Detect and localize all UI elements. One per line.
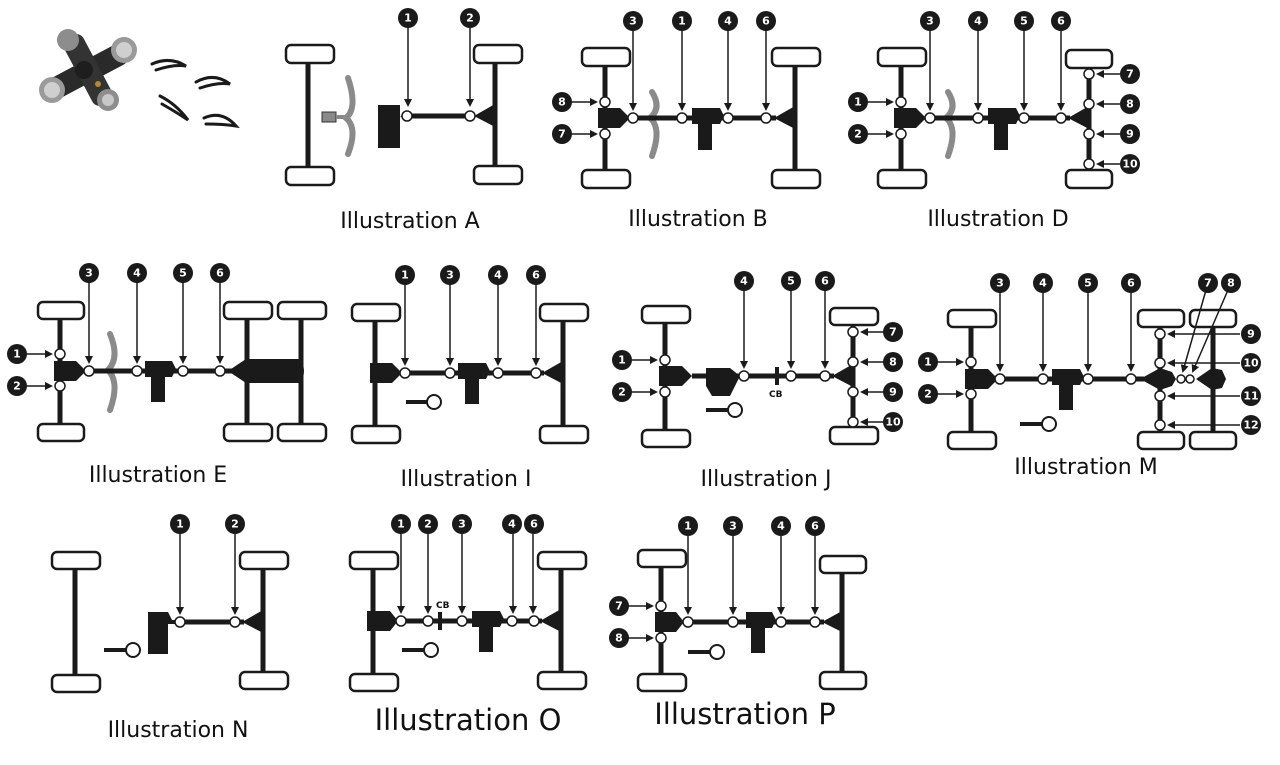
illustration-caption: Illustration A xyxy=(340,209,479,234)
callout-number: 2 xyxy=(231,518,239,531)
callout-number: 2 xyxy=(618,386,626,399)
callout-number: 6 xyxy=(1127,277,1135,290)
callout-number: 2 xyxy=(924,388,932,401)
callout-number: 6 xyxy=(216,267,224,280)
callout-number: 3 xyxy=(458,518,466,531)
callout-number: 4 xyxy=(740,275,748,288)
callout-number: 8 xyxy=(1227,277,1235,290)
callout-number: 7 xyxy=(615,600,623,613)
callout-number: 6 xyxy=(811,520,819,533)
callout-number: 6 xyxy=(821,275,829,288)
callout-number: 7 xyxy=(889,326,897,339)
callout-number: 9 xyxy=(889,386,897,399)
callout-number: 3 xyxy=(446,269,454,282)
illustration-caption: Illustration P xyxy=(654,697,835,731)
callout-number: 12 xyxy=(1243,419,1258,432)
callout-number: 4 xyxy=(974,15,982,28)
callout-number: 4 xyxy=(724,15,732,28)
callout-number: 6 xyxy=(532,269,540,282)
callout-number: 4 xyxy=(133,267,141,280)
callout-number: 3 xyxy=(85,267,93,280)
callout-number: 2 xyxy=(13,380,21,393)
callout-number: 8 xyxy=(1126,98,1134,111)
callout-number: 9 xyxy=(1126,128,1134,141)
callout-number: 11 xyxy=(1243,390,1258,403)
center-bearing-label: CB xyxy=(436,601,450,611)
callout-number: 1 xyxy=(618,354,626,367)
callout-number: 10 xyxy=(1243,357,1259,370)
illustration-d: 3 4 5 6 1 2 7 8 9 10 Illustration D xyxy=(848,11,1140,232)
illustration-j: CB 4 5 6 1 2 7 8 9 xyxy=(612,271,903,492)
illustration-caption: Illustration I xyxy=(401,467,532,492)
callout-number: 9 xyxy=(1247,328,1255,341)
illustration-caption: Illustration B xyxy=(628,207,768,232)
callout-number: 7 xyxy=(1126,68,1134,81)
illustration-caption: Illustration N xyxy=(108,718,249,743)
callout-number: 1 xyxy=(176,518,184,531)
illustration-caption: Illustration E xyxy=(89,463,227,488)
callout-number: 1 xyxy=(924,356,932,369)
callout-number: 10 xyxy=(1122,158,1138,171)
callout-number: 8 xyxy=(889,356,897,369)
callout-number: 4 xyxy=(494,269,502,282)
callout-number: 1 xyxy=(404,12,412,25)
illustration-e: 3 4 5 6 1 2 Illustration E xyxy=(7,263,328,488)
callout-number: 5 xyxy=(179,267,187,280)
callout-number: 7 xyxy=(558,128,566,141)
callout-number: 6 xyxy=(762,15,770,28)
callout-number: 3 xyxy=(629,15,637,28)
callout-number: 2 xyxy=(466,12,474,25)
callout-number: 5 xyxy=(1084,277,1092,290)
callout-number: 4 xyxy=(777,520,785,533)
callout-number: 5 xyxy=(1020,15,1028,28)
callout-number: 7 xyxy=(1204,277,1212,290)
callout-number: 8 xyxy=(558,96,566,109)
illustration-caption: Illustration D xyxy=(927,207,1068,232)
callout-number: 10 xyxy=(885,416,901,429)
callout-number: 1 xyxy=(401,269,409,282)
callout-number: 3 xyxy=(729,520,737,533)
callout-number: 6 xyxy=(1057,15,1065,28)
callout-number: 8 xyxy=(615,632,623,645)
illustration-caption: Illustration J xyxy=(701,467,832,492)
illustration-i: 1 3 4 6 Illustration I xyxy=(350,265,590,492)
callout-number: 6 xyxy=(530,518,538,531)
illustration-p: 1 3 4 6 7 8 Illustration P xyxy=(609,516,868,731)
illustration-caption: Illustration O xyxy=(375,703,562,737)
callout-number: 3 xyxy=(996,277,1004,290)
illustration-n: 1 2 Illustration N xyxy=(50,514,290,743)
illustration-m: 3 4 5 6 7 8 1 2 9 10 11 12 Illustration … xyxy=(918,273,1261,480)
callout-number: 2 xyxy=(854,128,862,141)
callout-number: 1 xyxy=(678,15,686,28)
u-joint-product-image xyxy=(39,29,240,129)
callout-number: 2 xyxy=(424,518,432,531)
illustration-a: 1 2 Illustration A xyxy=(284,8,524,234)
callout-number: 1 xyxy=(684,520,692,533)
callout-number: 3 xyxy=(926,15,934,28)
callout-number: 4 xyxy=(508,518,516,531)
callout-number: 4 xyxy=(1039,277,1047,290)
callout-number: 5 xyxy=(787,275,795,288)
illustration-b: 3 1 4 6 8 7 Illustration B xyxy=(552,11,822,232)
center-bearing-label: CB xyxy=(769,390,783,400)
illustration-caption: Illustration M xyxy=(1014,455,1157,480)
callout-number: 1 xyxy=(13,348,21,361)
illustration-o: CB 1 2 3 4 6 Illustration O xyxy=(348,514,588,737)
callout-number: 1 xyxy=(854,96,862,109)
callout-number: 1 xyxy=(397,518,405,531)
